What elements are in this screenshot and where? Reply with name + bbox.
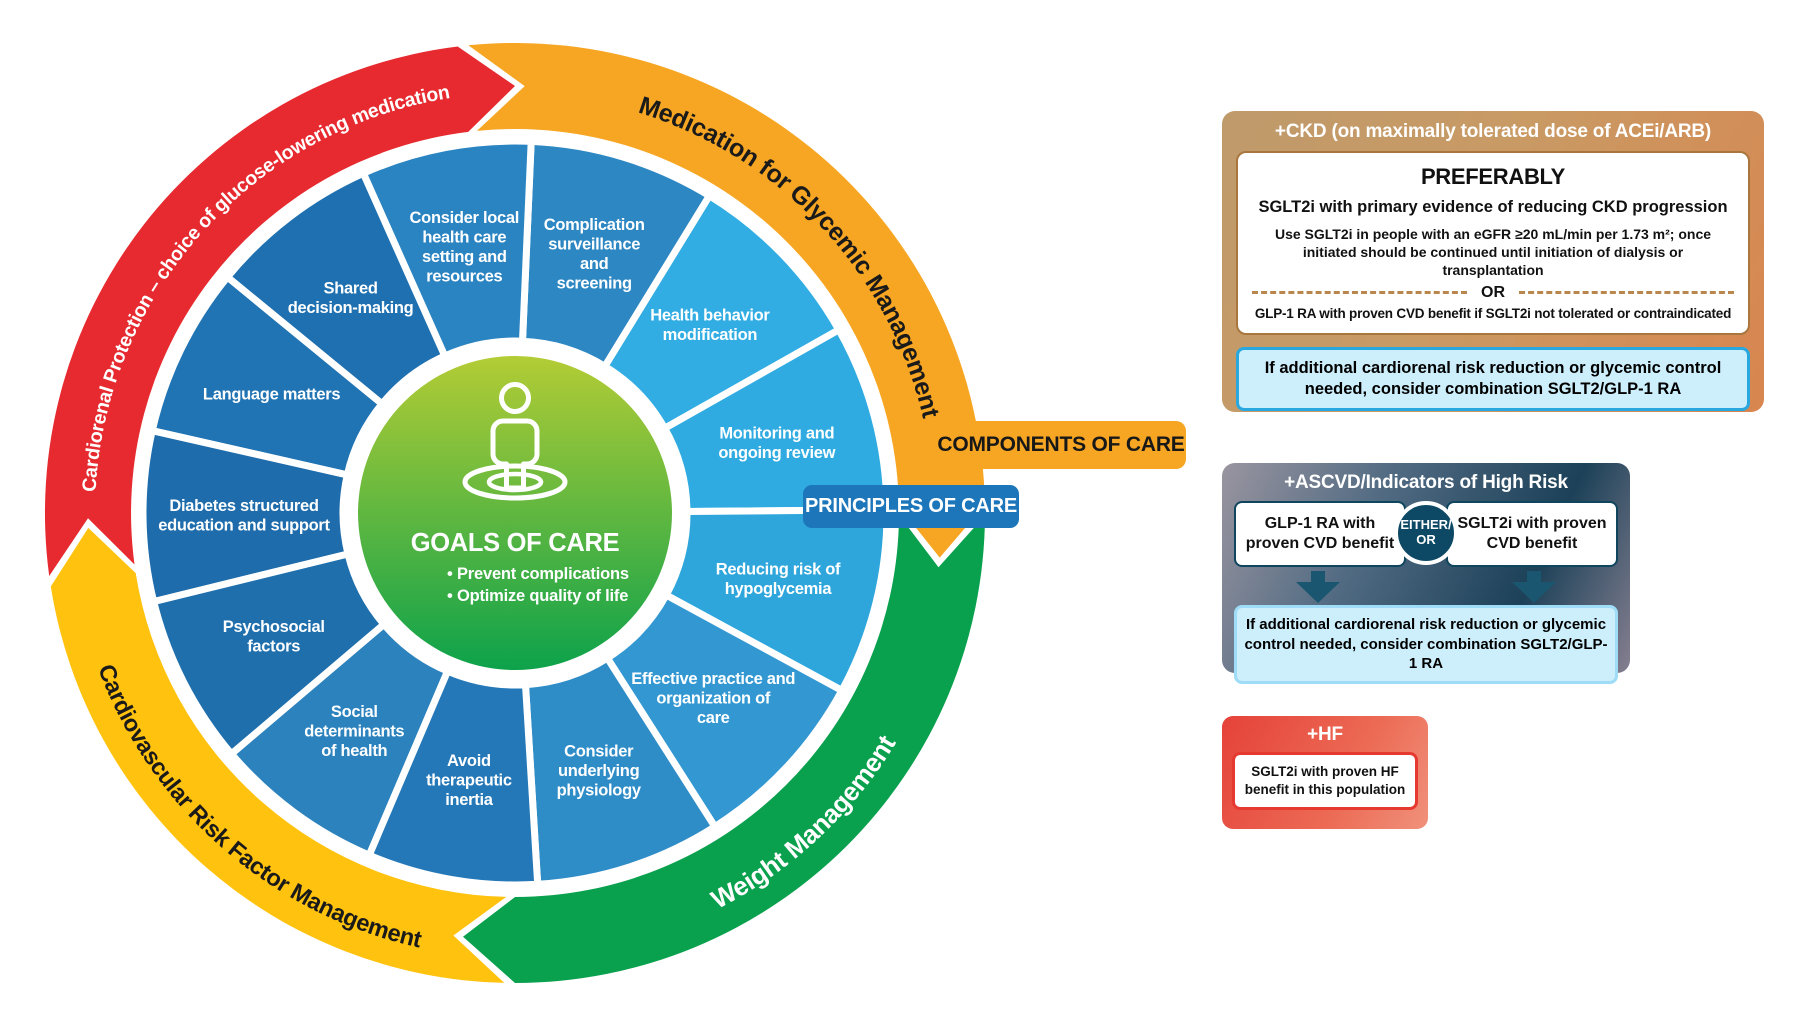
hf-option-sglt2i: SGLT2i with proven HF benefit in this po… (1232, 752, 1418, 811)
principles-of-care-badge: PRINCIPLES OF CARE (803, 485, 1019, 528)
ascvd-panel: +ASCVD/Indicators of High Risk GLP-1 RA … (1222, 463, 1630, 684)
ascvd-option-sglt2i: SGLT2i with proven CVD benefit (1446, 501, 1618, 567)
care-wheel: Cardiorenal Protection – choice of gluco… (44, 42, 985, 983)
ckd-panel: +CKD (on maximally tolerated dose of ACE… (1222, 111, 1764, 412)
goals-circle (358, 356, 672, 670)
ascvd-panel-title: +ASCVD/Indicators of High Risk (1284, 472, 1568, 493)
components-of-care-badge: COMPONENTS OF CARE (936, 421, 1186, 469)
wedge-psychosocial-factors (150, 550, 388, 758)
dashed-line (1252, 291, 1467, 295)
ckd-or-label: OR (1481, 283, 1505, 301)
wedge-shared-decision-making (223, 169, 449, 408)
ckd-preferably-label: PREFERABLY (1420, 164, 1566, 189)
dashed-line (1519, 291, 1734, 295)
wedge-avoid-therapeutic-inertia (365, 667, 542, 889)
wedge-label-language-matters: Language matters (203, 385, 340, 403)
goals-title: GOALS OF CARE (411, 529, 620, 557)
ckd-options-box: PREFERABLY SGLT2i with primary evidence … (1236, 151, 1750, 335)
either-or-badge: EITHER/ OR (1394, 501, 1458, 565)
ckd-panel-title: +CKD (on maximally tolerated dose of ACE… (1274, 121, 1712, 142)
either-label: EITHER/ (1400, 517, 1452, 533)
ckd-option-sglt2i: SGLT2i with primary evidence of reducing… (1258, 198, 1728, 216)
ascvd-option-glp1: GLP-1 RA with proven CVD benefit (1234, 501, 1406, 567)
down-arrow-icon (1296, 571, 1340, 603)
arc-cardiorenal-protection (44, 46, 515, 576)
hf-panel: +HF SGLT2i with proven HF benefit in thi… (1222, 716, 1428, 829)
wedge-consider-local-health-care-setting-and-resources (359, 137, 535, 360)
ckd-option-glp1: GLP-1 RA with proven CVD benefit if SGLT… (1254, 305, 1732, 321)
ascvd-combination-callout: If additional cardiorenal risk reduction… (1234, 605, 1618, 684)
arc-weight-management (463, 515, 985, 983)
person-target-icon (462, 382, 568, 501)
ckd-egfr-note: Use SGLT2i in people with an eGFR ≥20 mL… (1274, 226, 1712, 279)
ascvd-arrows-row (1222, 571, 1630, 603)
goal-bullet: • Prevent complications (447, 565, 629, 583)
goal-bullet: • Optimize quality of life (447, 587, 628, 605)
wedge-language-matters (148, 273, 386, 479)
or-label: OR (1416, 532, 1436, 547)
ckd-or-divider: OR (1252, 284, 1734, 302)
ckd-combination-callout: If additional cardiorenal risk reduction… (1236, 346, 1750, 412)
arc-cv-risk-factor-management (50, 527, 507, 983)
down-arrow-icon (1512, 571, 1556, 603)
wedge-diabetes-structured-education-and-support (139, 427, 352, 606)
hf-panel-title: +HF (1307, 724, 1343, 745)
ascvd-options-row: GLP-1 RA with proven CVD benefit EITHER/… (1234, 501, 1618, 567)
